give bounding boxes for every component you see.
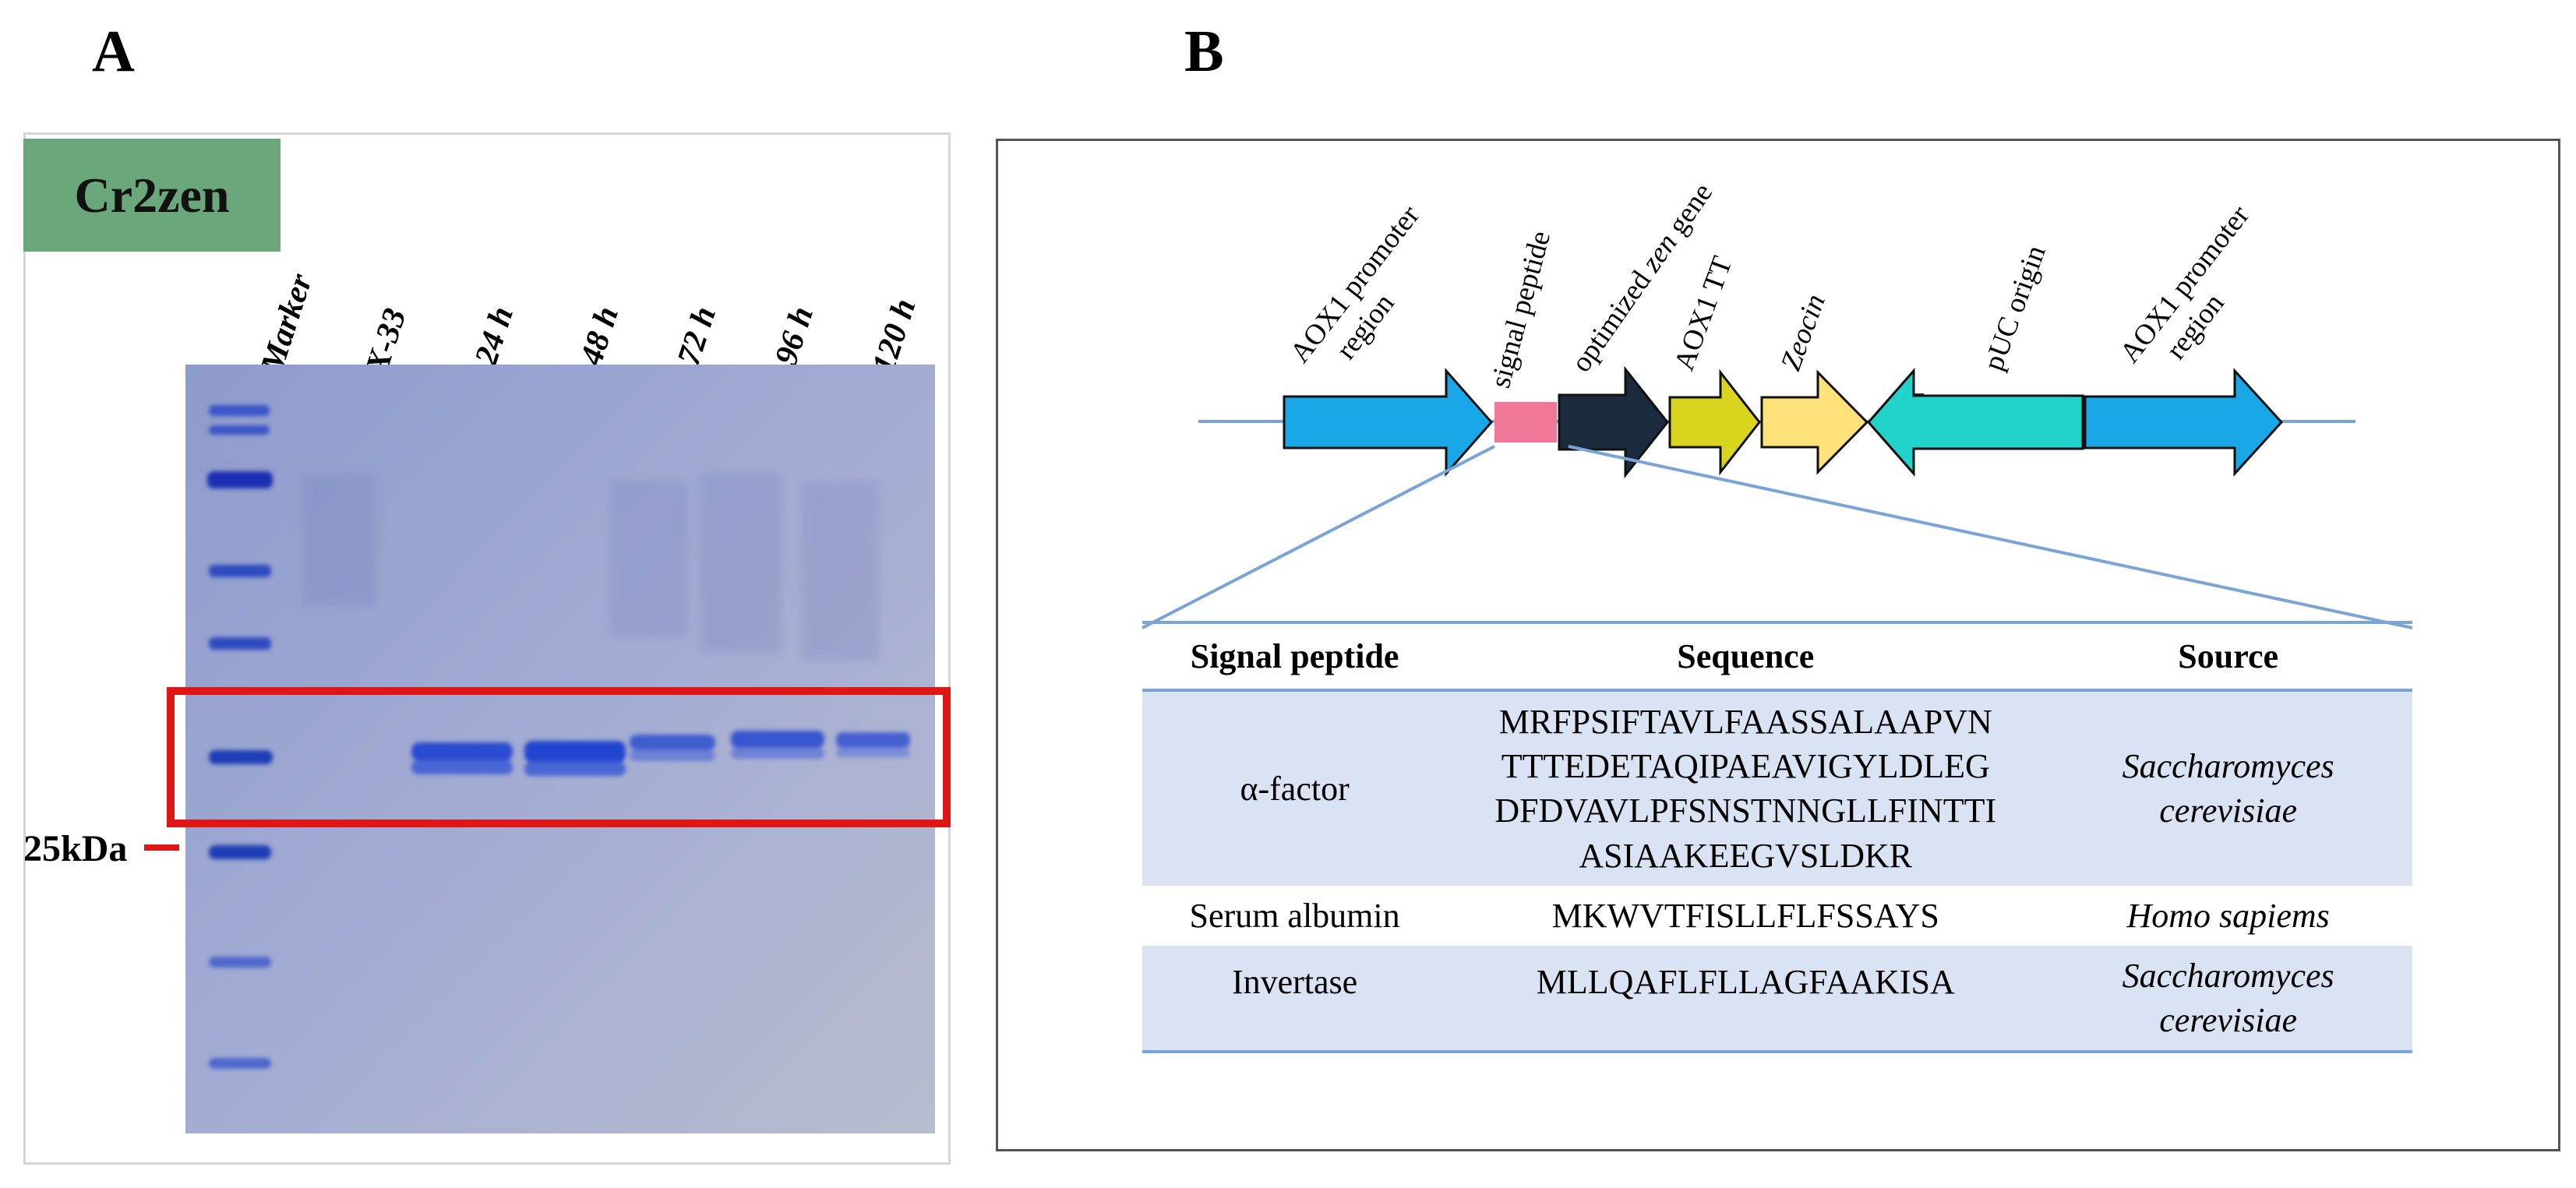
- source-line: Saccharomyces: [2122, 747, 2334, 786]
- target-bands: [411, 731, 910, 776]
- highlight-box: [167, 687, 951, 827]
- construct-map: AOX1 promoter region signal peptide opti…: [1142, 178, 2413, 629]
- table-row: Invertase MLLQAFLFLLAGFAAKISA Saccharomy…: [1142, 945, 2412, 1054]
- gel-image: [185, 365, 935, 1133]
- lane-smears: [302, 474, 879, 661]
- label-aox1-tt: AOX1 TT: [1668, 252, 1739, 375]
- aox1-tt-arrow: [1668, 368, 1761, 476]
- sample-tag: Cr2zen: [23, 139, 281, 252]
- row-alpha-factor-source: Saccharomyces cerevisiae: [2044, 690, 2412, 886]
- label-aox1-promoter-right: AOX1 promoter region: [2114, 194, 2288, 390]
- row-invertase-name: Invertase: [1142, 945, 1448, 1054]
- zoom-line-right: [1568, 445, 2413, 629]
- sequence-line: DFDVAVLPFSNSTNNGLLFINTTI: [1494, 791, 1997, 830]
- row-serum-albumin-name: Serum albumin: [1189, 896, 1400, 935]
- signal-peptide-table: Signal peptide Sequence Source α-factor …: [1142, 619, 2412, 1054]
- row-serum-albumin-sequence: MKWVTFISLLFLFSSAYS: [1551, 896, 1939, 935]
- row-invertase-sequence: MLLQAFLFLLAGFAAKISA: [1447, 945, 2045, 1054]
- aox1-promoter-left-arrow: [1283, 368, 1493, 477]
- zeocin-arrow: [1760, 369, 1869, 475]
- source-line: cerevisiae: [2159, 791, 2297, 830]
- table-row: α-factor MRFPSIFTAVLFAASSALAAPVN TTTEDET…: [1142, 690, 2412, 886]
- header-source: Source: [2044, 619, 2412, 692]
- zoom-line-left: [1142, 445, 1495, 629]
- table-header-row: Signal peptide Sequence Source: [1142, 619, 2412, 692]
- marker-ladder: [207, 405, 273, 1069]
- source-line: cerevisiae: [2159, 1001, 2297, 1040]
- row-invertase-source: Saccharomyces cerevisiae: [2044, 945, 2412, 1054]
- zen-gene-arrow: [1558, 365, 1669, 479]
- header-signal-peptide: Signal peptide: [1142, 619, 1448, 692]
- panel-b-label: B: [1184, 19, 1224, 84]
- header-sequence: Sequence: [1447, 619, 2045, 692]
- row-alpha-factor-sequence: MRFPSIFTAVLFAASSALAAPVN TTTEDETAQIPAEAVI…: [1447, 690, 2045, 886]
- mw-marker-tick: [144, 844, 179, 851]
- label-aox1-promoter-left: AOX1 promoter region: [1284, 194, 1458, 390]
- sequence-line: ASIAAKEEGVSLDKR: [1579, 836, 1913, 875]
- row-alpha-factor-name: α-factor: [1142, 690, 1448, 886]
- sequence-line: TTTEDETAQIPAEAVIGYLDLEG: [1501, 747, 1990, 786]
- source-line: Saccharomyces: [2122, 956, 2334, 995]
- label-signal-peptide: signal peptide: [1484, 227, 1557, 391]
- table-row: Serum albumin MKWVTFISLLFLFSSAYS Homo sa…: [1142, 886, 2412, 946]
- panel-a-label: A: [92, 19, 135, 84]
- sequence-line: MRFPSIFTAVLFAASSALAAPVN: [1498, 703, 1992, 741]
- label-puc-origin: pUC origin: [1978, 241, 2052, 375]
- puc-origin-arrow: [1867, 368, 2084, 477]
- signal-peptide-block: [1494, 402, 1557, 442]
- row-serum-albumin-source: Homo sapiems: [2126, 896, 2330, 935]
- label-zeocin: Zeocin: [1775, 290, 1832, 375]
- aox1-promoter-right-arrow: [2084, 368, 2284, 477]
- mw-marker-label: 25kDa: [23, 828, 128, 869]
